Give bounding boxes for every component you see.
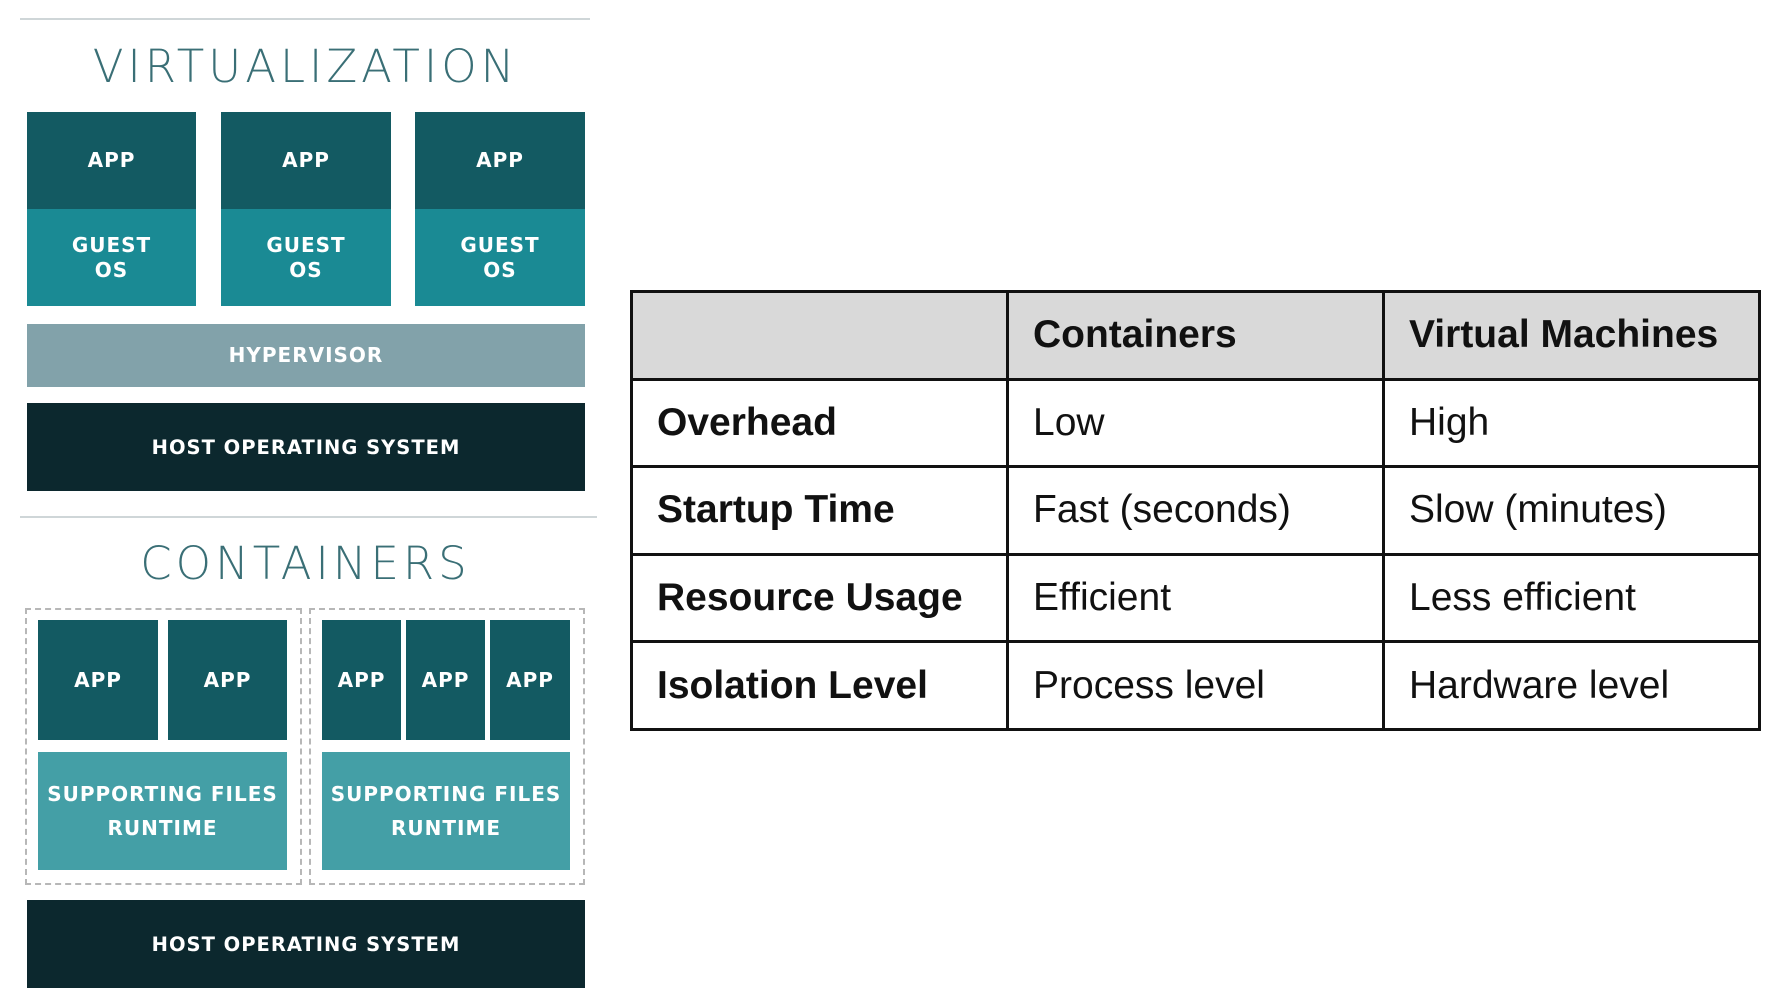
container-app-block: APP — [38, 620, 158, 740]
containers-host-os-block: HOST OPERATING SYSTEM — [27, 900, 585, 988]
container-app-block: APP — [490, 620, 570, 740]
header-cell-containers: Containers — [1006, 290, 1385, 381]
supporting-files-runtime-block: SUPPORTING FILES RUNTIME — [322, 752, 570, 870]
table-cell: High — [1382, 377, 1761, 469]
guest-os-block: GUEST OS — [221, 209, 391, 306]
guest-os-label-line2: OS — [94, 257, 129, 282]
table-header-row: Containers Virtual Machines — [630, 290, 1761, 381]
table-cell: Less efficient — [1382, 552, 1761, 644]
host-os-label: HOST OPERATING SYSTEM — [151, 932, 461, 956]
container-app-label: APP — [74, 667, 122, 692]
table-row: Startup Time Fast (seconds) Slow (minute… — [630, 465, 1761, 556]
virtualization-title: VIRTUALIZATION — [92, 40, 519, 93]
container-app-block: APP — [406, 620, 485, 740]
row-label: Startup Time — [630, 465, 1009, 556]
table-cell: Slow (minutes) — [1382, 465, 1761, 556]
container-app-block: APP — [168, 620, 287, 740]
container-group-boundary — [309, 608, 585, 885]
table-cell: Process level — [1006, 640, 1385, 731]
host-os-label: HOST OPERATING SYSTEM — [151, 435, 461, 459]
vm-app-block: APP — [415, 112, 585, 209]
runtime-label: RUNTIME — [107, 816, 218, 840]
vm-app-label: APP — [282, 148, 330, 172]
row-label: Overhead — [630, 377, 1009, 469]
container-app-label: APP — [506, 667, 554, 692]
container-app-label: APP — [421, 667, 470, 692]
runtime-label: RUNTIME — [390, 816, 502, 840]
vm-app-block: APP — [27, 112, 196, 209]
vm-app-block: APP — [221, 112, 391, 209]
vm-app-label: APP — [476, 148, 524, 172]
guest-os-label-line2: OS — [289, 257, 323, 282]
middle-divider — [20, 516, 597, 518]
header-cell-virtual-machines: Virtual Machines — [1382, 290, 1761, 381]
top-divider — [20, 18, 590, 20]
hypervisor-block: HYPERVISOR — [27, 324, 585, 387]
table-row: Overhead Low High — [630, 377, 1761, 469]
container-group-boundary — [25, 608, 302, 885]
container-app-label: APP — [337, 667, 386, 692]
container-app-label: APP — [203, 667, 252, 692]
supporting-files-label: SUPPORTING FILES — [330, 782, 562, 806]
containers-title: CONTAINERS — [140, 537, 471, 590]
guest-os-label-line1: GUEST — [71, 232, 152, 257]
table-cell: Low — [1006, 377, 1385, 469]
table-cell: Fast (seconds) — [1006, 465, 1385, 556]
supporting-files-runtime-block: SUPPORTING FILES RUNTIME — [38, 752, 287, 870]
hypervisor-label: HYPERVISOR — [228, 343, 384, 367]
guest-os-block: GUEST OS — [27, 209, 196, 306]
supporting-files-label: SUPPORTING FILES — [47, 782, 278, 806]
table-cell: Hardware level — [1382, 640, 1761, 731]
guest-os-label-line1: GUEST — [460, 232, 540, 257]
guest-os-label-line2: OS — [483, 257, 517, 282]
table-row: Resource Usage Efficient Less efficient — [630, 552, 1761, 644]
header-cell-empty — [630, 290, 1009, 381]
comparison-table: Containers Virtual Machines Overhead Low… — [630, 290, 1761, 731]
guest-os-block: GUEST OS — [415, 209, 585, 306]
table-cell: Efficient — [1006, 552, 1385, 644]
table-row: Isolation Level Process level Hardware l… — [630, 640, 1761, 731]
container-app-block: APP — [322, 620, 401, 740]
vm-app-label: APP — [87, 148, 136, 172]
row-label: Isolation Level — [630, 640, 1009, 731]
virtualization-host-os-block: HOST OPERATING SYSTEM — [27, 403, 585, 491]
guest-os-label-line1: GUEST — [266, 232, 346, 257]
row-label: Resource Usage — [630, 552, 1009, 644]
